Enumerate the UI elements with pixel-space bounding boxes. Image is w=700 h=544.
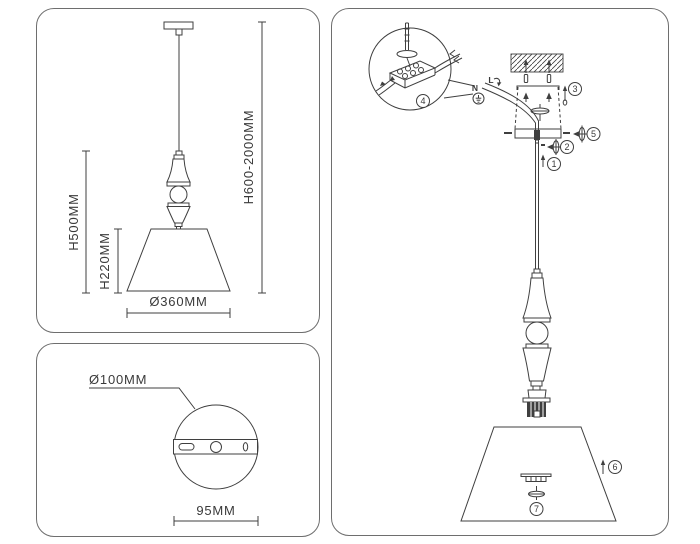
step-7-group: 7	[529, 502, 544, 516]
step-3-badge	[568, 82, 582, 96]
installation-drawing: 4	[368, 22, 622, 522]
glass-sphere	[525, 321, 549, 345]
earth-icon	[472, 92, 485, 105]
step-2-group: 2	[541, 139, 574, 155]
pendant-lamp-drawing	[126, 21, 231, 292]
svg-text:3: 3	[572, 84, 577, 94]
canopy-plate	[504, 128, 570, 144]
canopy-outline	[514, 86, 562, 130]
small-hole	[242, 442, 249, 452]
step-1-group: 1	[540, 154, 561, 171]
svg-text:1: 1	[551, 159, 556, 169]
ceiling-screws	[523, 59, 552, 83]
glass-cone-upper	[522, 277, 552, 319]
label-wire-neutral: N	[472, 83, 478, 93]
terminal-detail-bubble: 4	[368, 22, 476, 111]
glass-stack	[522, 268, 552, 391]
center-hole	[210, 441, 222, 453]
svg-text:6: 6	[612, 462, 617, 472]
terminal-block-icon	[388, 60, 437, 89]
dimension-shade-height: H220MM	[97, 228, 122, 294]
supply-cable	[481, 77, 539, 130]
svg-text:4: 4	[420, 96, 425, 106]
dimension-total-height: H600-2000MM	[241, 21, 266, 294]
glass-stack	[166, 150, 191, 230]
label-body-height: H500MM	[66, 193, 81, 251]
label-plate-diameter: Ø100MM	[89, 372, 147, 387]
step-5-group: 5	[573, 125, 601, 143]
screwdriver-icon	[396, 22, 418, 67]
mounting-bracket	[516, 85, 560, 102]
mount-plate-panel: Ø100MM 95MM	[36, 343, 320, 537]
ceiling-plate	[173, 404, 259, 490]
step-1-badge	[547, 157, 561, 171]
glass-cone-lower	[166, 206, 191, 224]
wall-plug	[546, 74, 552, 83]
shade-ring	[520, 473, 552, 482]
ceiling-hatch	[510, 53, 564, 73]
ceiling-canopy	[163, 21, 194, 30]
step-3-group: 3	[562, 82, 582, 106]
terminal-wires	[375, 49, 463, 96]
dimension-body-height: H500MM	[66, 150, 90, 294]
dimension-shade-diameter: Ø360MM	[126, 294, 231, 318]
svg-text:2: 2	[564, 142, 569, 152]
slot-hole	[178, 443, 195, 451]
installation-panel: 4	[331, 8, 669, 536]
mounting-bar	[173, 439, 258, 455]
svg-text:7: 7	[534, 504, 539, 514]
glass-cone-lower	[522, 347, 552, 382]
glass-sphere	[169, 185, 188, 204]
wall-plug	[523, 74, 529, 83]
step-6-group: 6	[600, 459, 622, 474]
label-wire-live: L	[488, 75, 493, 85]
wing-nut	[530, 104, 550, 121]
dimension-panel: H600-2000MM H500MM H220MM Ø360MM	[36, 8, 320, 333]
step-7-badge	[529, 502, 544, 516]
step-4-badge: 4	[416, 94, 430, 108]
finial	[528, 486, 545, 500]
label-hole-spacing: 95MM	[196, 503, 235, 518]
pendant-cord	[535, 143, 539, 269]
step-6-badge	[608, 460, 622, 474]
label-total-height: H600-2000MM	[241, 110, 256, 205]
lamp-shade	[126, 228, 231, 292]
lamp-socket	[522, 389, 551, 418]
socket-notch	[533, 410, 541, 418]
label-shade-diameter: Ø360MM	[149, 294, 207, 309]
leader-line	[89, 387, 196, 410]
cord-grip	[534, 130, 540, 140]
step-5-badge	[586, 127, 601, 141]
step-2-badge	[560, 140, 574, 154]
svg-text:5: 5	[591, 129, 596, 139]
label-shade-height: H220MM	[97, 232, 112, 290]
mount-plate-drawing: Ø100MM 95MM	[89, 372, 259, 526]
glass-cone-upper	[166, 158, 191, 183]
canopy-stem	[175, 28, 183, 36]
pendant-dimension-drawing: H600-2000MM H500MM H220MM Ø360MM	[66, 21, 266, 318]
dimension-hole-spacing: 95MM	[173, 503, 259, 526]
